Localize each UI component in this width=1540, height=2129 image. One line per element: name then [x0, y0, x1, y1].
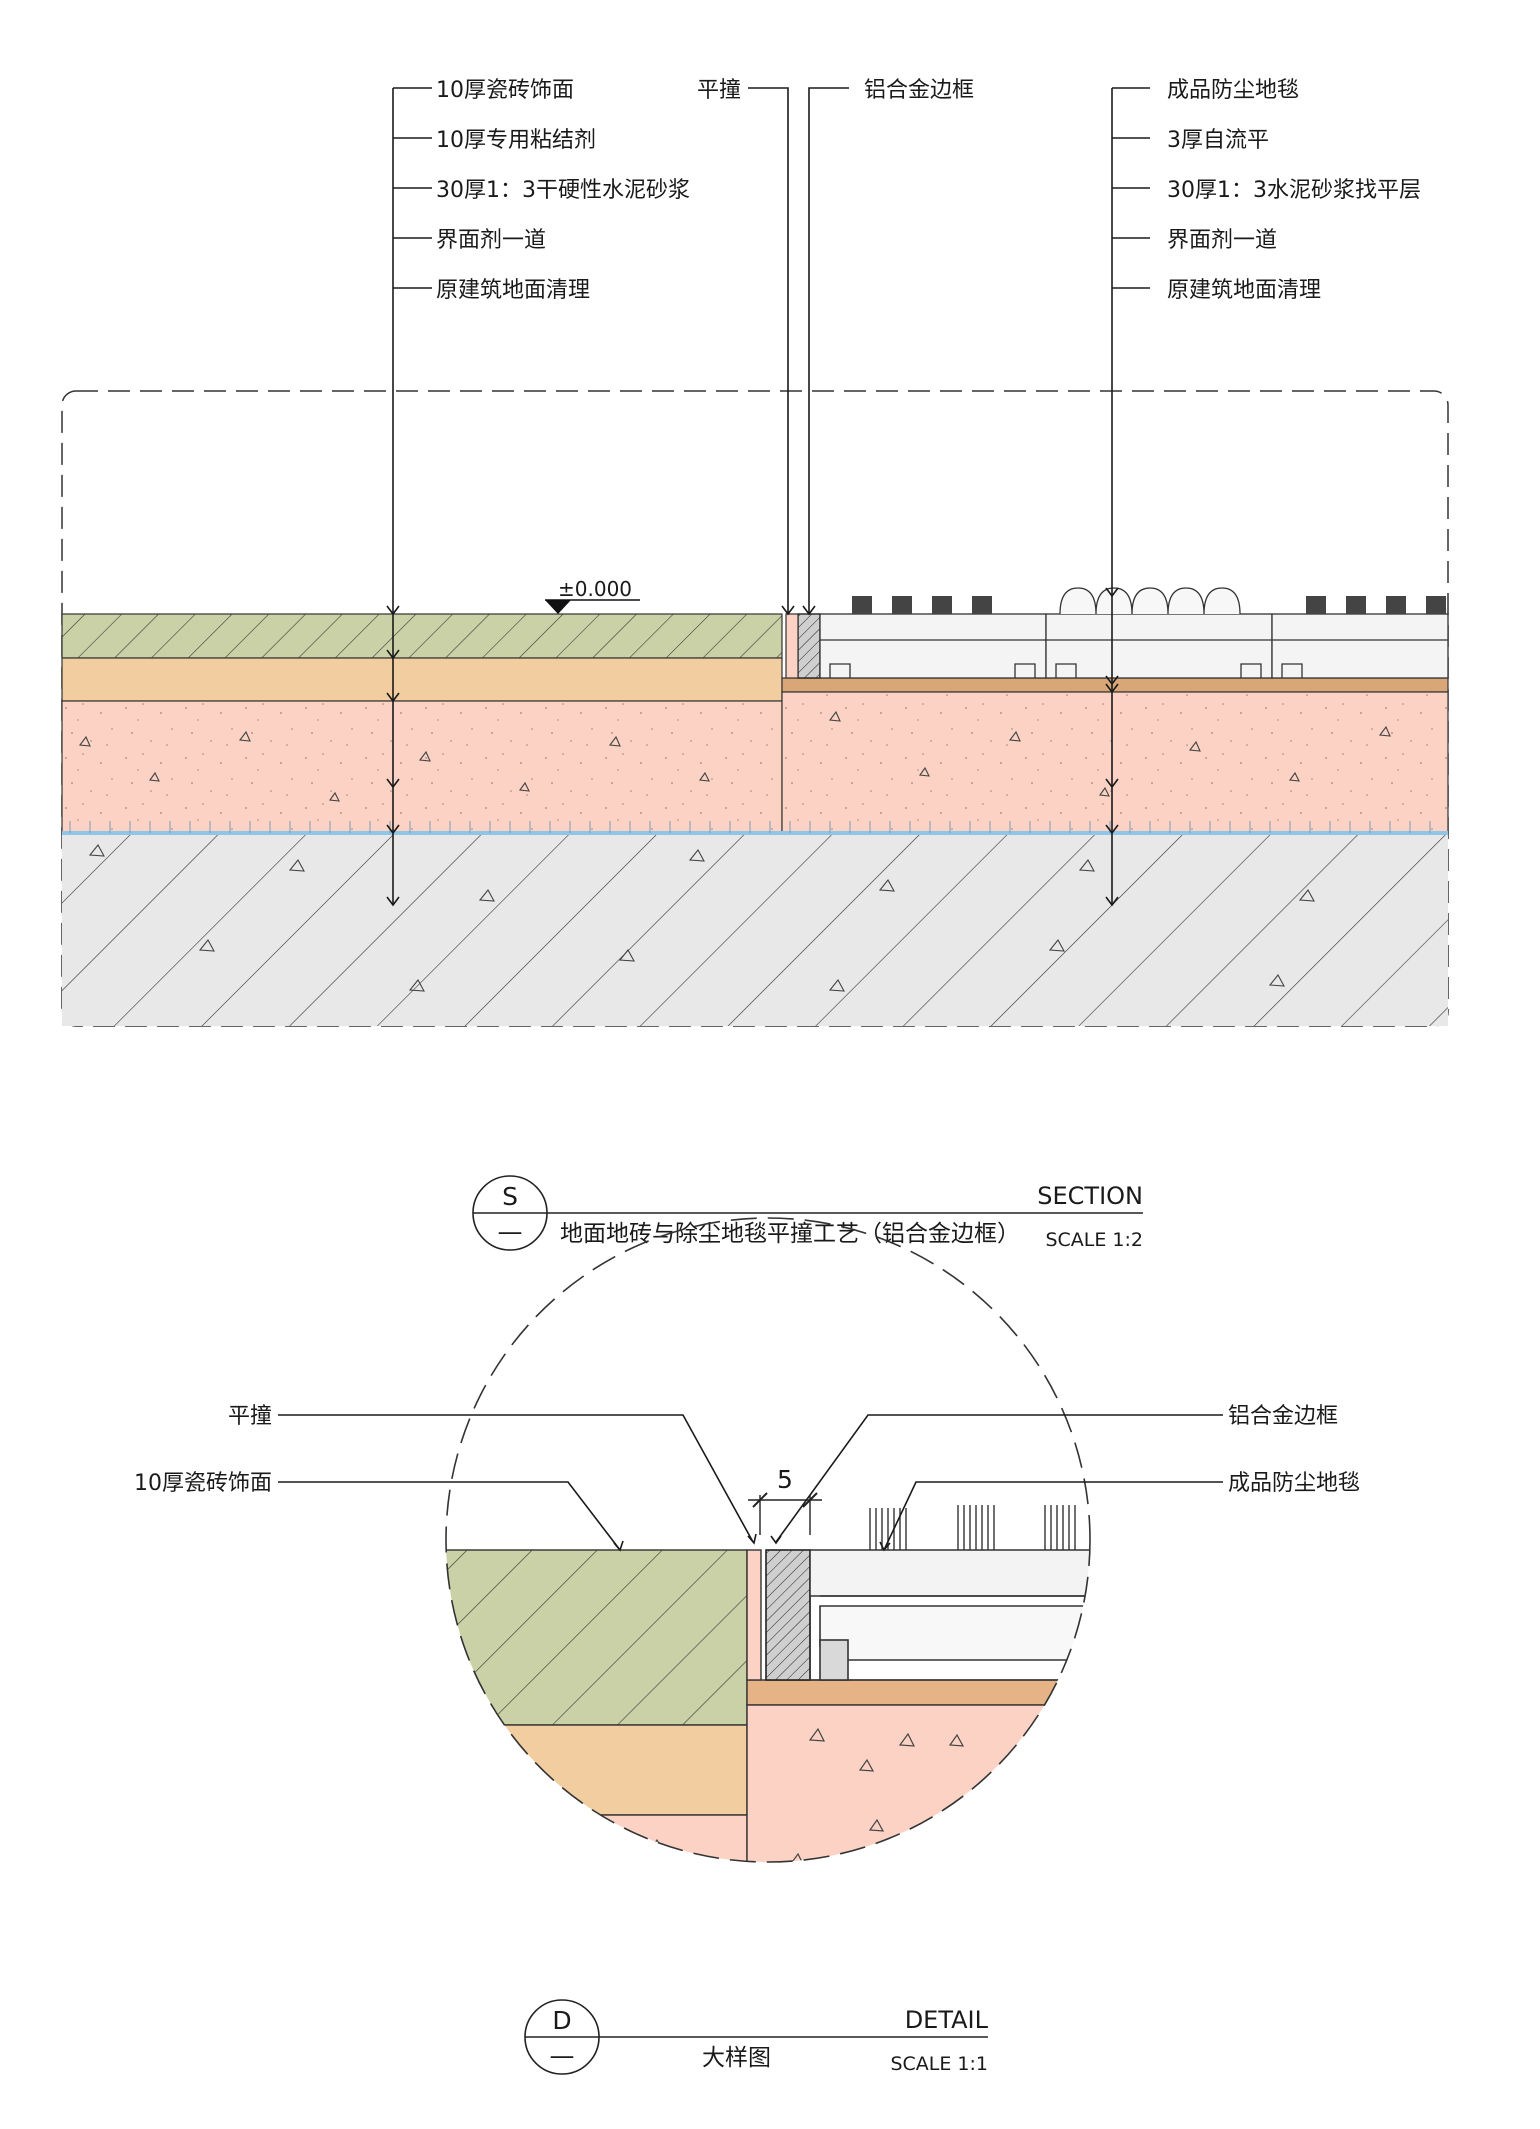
- detail-label-mat: 成品防尘地毯: [1228, 1471, 1360, 1496]
- label-dust-mat: 成品防尘地毯: [1167, 78, 1299, 103]
- detail-mat-profile: [809, 1549, 1090, 1681]
- section-symbol-top: S: [502, 1182, 518, 1211]
- detail-label-flush: 平撞: [228, 1404, 272, 1429]
- label-interface-agent-right: 界面剂一道: [1167, 228, 1277, 253]
- section-symbol-bottom: —: [498, 1217, 523, 1246]
- aluminium-frame: [797, 613, 821, 679]
- detail-mortar-left: [446, 1814, 748, 1862]
- dust-mat: [819, 587, 1449, 679]
- detail-drawing: 5 平撞 10厚瓷砖饰面 铝合金边框 成品防尘地毯: [134, 1217, 1360, 1863]
- elevation-text: ±0.000: [558, 577, 632, 601]
- label-leveling-mortar: 30厚1：3水泥砂浆找平层: [1167, 178, 1421, 203]
- label-interface-agent: 界面剂一道: [436, 228, 546, 253]
- interface-ticks: [69, 821, 1431, 833]
- left-labels: 10厚瓷砖饰面 10厚专用粘结剂 30厚1：3干硬性水泥砂浆 界面剂一道 原建筑…: [436, 78, 690, 303]
- section-scale: SCALE 1:2: [1045, 1229, 1143, 1251]
- detail-mortar-right: [746, 1704, 1090, 1862]
- flush-gap: [785, 613, 799, 679]
- mid-leaders: [748, 87, 849, 616]
- right-labels: 成品防尘地毯 3厚自流平 30厚1：3水泥砂浆找平层 界面剂一道 原建筑地面清理: [1167, 78, 1421, 303]
- detail-kind: DETAIL: [905, 2006, 989, 2034]
- label-tile-finish: 10厚瓷砖饰面: [436, 78, 574, 103]
- label-flush: 平撞: [697, 78, 741, 103]
- detail-bristles: [869, 1505, 1076, 1550]
- tile-layer: [61, 613, 783, 659]
- tile-floor-layers: [61, 613, 783, 834]
- detail-circle: [445, 1217, 1091, 1863]
- detail-label-frame: 铝合金边框: [1228, 1404, 1338, 1429]
- label-base-clean: 原建筑地面清理: [436, 278, 590, 303]
- detail-dimension: 5: [748, 1465, 822, 1535]
- section-title: 地面地砖与除尘地毯平撞工艺（铝合金边框）: [560, 1221, 1020, 1247]
- detail-leaders: [278, 1414, 1223, 1552]
- detail-title: 大样图: [702, 2045, 771, 2071]
- label-adhesive: 10厚专用粘结剂: [436, 128, 596, 153]
- concrete-base: [62, 833, 1448, 1026]
- label-aluminium-frame: 铝合金边框: [864, 78, 974, 103]
- section-drawing: ±0.000 10厚瓷砖饰: [61, 78, 1449, 1027]
- label-base-clean-right: 原建筑地面清理: [1167, 278, 1321, 303]
- detail-symbol-top: D: [552, 2006, 571, 2035]
- left-leader: [386, 87, 432, 907]
- detail-symbol-bottom: —: [550, 2041, 575, 2070]
- detail-adhesive: [446, 1724, 748, 1816]
- dimension-value: 5: [777, 1465, 793, 1494]
- aggregate-marks: [78, 710, 1391, 992]
- section-title-block: S — SECTION 地面地砖与除尘地毯平撞工艺（铝合金边框） SCALE 1…: [472, 1175, 1143, 1251]
- detail-label-tile: 10厚瓷砖饰面: [134, 1471, 272, 1496]
- detail-title-block: D — DETAIL 大样图 SCALE 1:1: [524, 1999, 989, 2075]
- detail-self-level: [746, 1679, 1090, 1706]
- right-leader: [1105, 87, 1150, 907]
- elevation-marker: ±0.000: [545, 577, 640, 614]
- section-kind: SECTION: [1037, 1182, 1143, 1210]
- detail-tile: [446, 1549, 748, 1726]
- adhesive-layer: [61, 657, 783, 702]
- detail-scale: SCALE 1:1: [890, 2053, 988, 2075]
- label-dry-mortar: 30厚1：3干硬性水泥砂浆: [436, 178, 690, 203]
- mat-floor-layers: [781, 677, 1449, 834]
- detail-aluminium-frame: [765, 1549, 811, 1681]
- detail-flush-gap: [746, 1549, 762, 1681]
- label-self-level: 3厚自流平: [1167, 128, 1269, 153]
